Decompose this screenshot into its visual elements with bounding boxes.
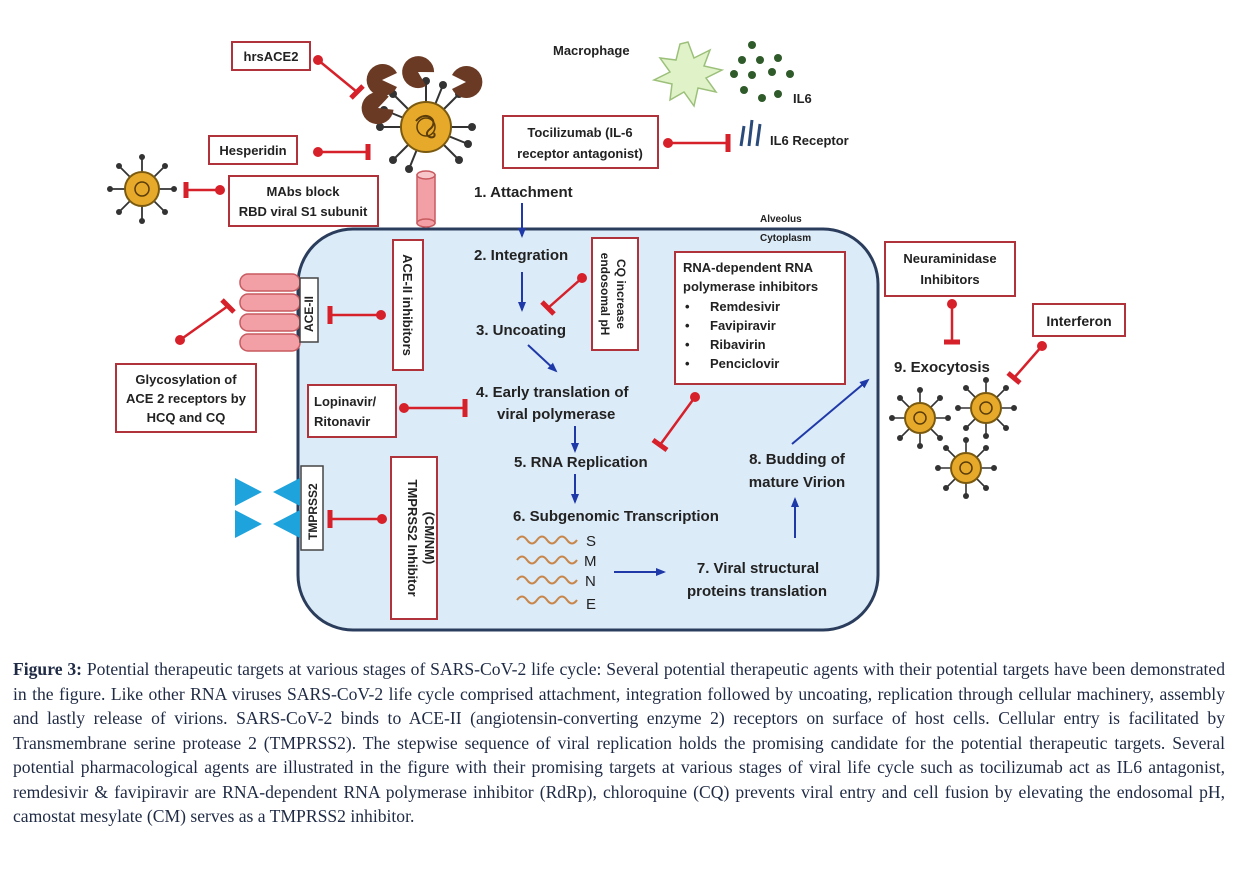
mabs-label-line2: RBD viral S1 subunit bbox=[239, 204, 368, 219]
inhibition-markers bbox=[175, 55, 1047, 528]
tocilizumab-label-line1: Tocilizumab (IL-6 bbox=[527, 125, 632, 140]
macrophage-label: Macrophage bbox=[553, 43, 630, 58]
stage-9-label: 9. Exocytosis bbox=[894, 359, 990, 376]
virion-icon bbox=[955, 377, 1017, 439]
stage-5-label: 5. RNA Replication bbox=[514, 454, 648, 471]
cq-label-line2: endosomal pH bbox=[598, 253, 612, 336]
virus-icon-small-left bbox=[107, 154, 177, 224]
entry-tube bbox=[416, 170, 436, 228]
figure-caption-label: Figure 3: bbox=[13, 659, 83, 679]
rdrp-bullet: • bbox=[685, 299, 690, 314]
figure-caption-text: Potential therapeutic targets at various… bbox=[13, 659, 1225, 826]
lopinavir-label-line2: Ritonavir bbox=[314, 414, 370, 429]
stage-4-label-line1: 4. Early translation of bbox=[476, 384, 630, 401]
tmprss2-receptor-group: TMPRSS2 bbox=[235, 465, 324, 551]
glycosylation-label-line1: Glycosylation of bbox=[135, 372, 237, 387]
stage-6-label: 6. Subgenomic Transcription bbox=[513, 508, 719, 525]
stage-7-label-line1: 7. Viral structural bbox=[697, 560, 819, 577]
stage-8-label-line1: 8. Budding of bbox=[749, 451, 846, 468]
gene-label: M bbox=[584, 553, 597, 570]
hrsace2-label: hrsACE2 bbox=[244, 49, 299, 64]
stage-4-label-line2: viral polymerase bbox=[497, 406, 615, 423]
ace2-receptor-group: ACE-II bbox=[239, 273, 319, 352]
mabs-label-line1: MAbs block bbox=[267, 184, 341, 199]
rdrp-bullet: • bbox=[685, 318, 690, 333]
neuraminidase-label-line1: Neuraminidase bbox=[903, 251, 996, 266]
ace2-receptor-label: ACE-II bbox=[302, 296, 316, 332]
ace2-inhibitors-label: ACE-II inhibitors bbox=[400, 254, 415, 356]
figure-caption: Figure 3: Potential therapeutic targets … bbox=[13, 657, 1225, 829]
cytoplasm-label: Cytoplasm bbox=[760, 233, 811, 244]
gene-label: E bbox=[586, 596, 596, 613]
il6-dots bbox=[730, 41, 794, 102]
sars-cov-2-lifecycle-diagram: Alveolus Cytoplasm ACE-II TMPRSS2 bbox=[107, 41, 1126, 632]
tmprss2-inhibitor-label-line2: (CM/NM) bbox=[422, 512, 437, 565]
glycosylation-label-line3: HCQ and CQ bbox=[147, 410, 226, 425]
rdrp-item: Ribavirin bbox=[710, 337, 766, 352]
hrsace2-decoy-icons bbox=[361, 56, 483, 125]
alveolus-label: Alveolus bbox=[760, 214, 802, 225]
il6-receptor-label: IL6 Receptor bbox=[770, 133, 849, 148]
cq-label-line1: CQ increase bbox=[614, 259, 628, 329]
rdrp-item: Favipiravir bbox=[710, 318, 776, 333]
mrna-strands bbox=[516, 535, 578, 605]
rdrp-item: Remdesivir bbox=[710, 299, 780, 314]
tmprss2-inhibitor-label-line1: TMPRSS2 Inhibitor bbox=[405, 480, 420, 597]
stage-3-label: 3. Uncoating bbox=[476, 322, 566, 339]
virion-icon bbox=[889, 387, 951, 449]
stage-8-label-line2: mature Virion bbox=[749, 474, 845, 491]
rdrp-item: Penciclovir bbox=[710, 356, 779, 371]
il6-receptor-icon bbox=[739, 119, 762, 147]
flow-arrows bbox=[518, 203, 870, 576]
stage-7-label-line2: proteins translation bbox=[687, 583, 827, 600]
macrophage-icon bbox=[651, 41, 725, 108]
gene-label: S bbox=[586, 533, 596, 550]
virion-icon bbox=[935, 437, 997, 499]
gene-label: N bbox=[585, 573, 596, 590]
stage-2-label: 2. Integration bbox=[474, 247, 568, 264]
neuraminidase-label-line2: Inhibitors bbox=[920, 272, 979, 287]
glycosylation-label-line2: ACE 2 receptors by bbox=[126, 391, 247, 406]
virus-icon-main bbox=[376, 77, 476, 173]
tocilizumab-label-line2: receptor antagonist) bbox=[517, 146, 643, 161]
rdrp-title-line1: RNA-dependent RNA bbox=[683, 260, 814, 275]
rdrp-title-line2: polymerase inhibitors bbox=[683, 279, 818, 294]
interferon-label: Interferon bbox=[1046, 313, 1111, 329]
lopinavir-label-line1: Lopinavir/ bbox=[314, 394, 377, 409]
hesperidin-label: Hesperidin bbox=[219, 143, 286, 158]
il6-label: IL6 bbox=[793, 91, 812, 106]
tmprss2-receptor-label: TMPRSS2 bbox=[306, 483, 320, 540]
rdrp-bullet: • bbox=[685, 356, 690, 371]
stage-1-label: 1. Attachment bbox=[474, 184, 573, 201]
rdrp-bullet: • bbox=[685, 337, 690, 352]
